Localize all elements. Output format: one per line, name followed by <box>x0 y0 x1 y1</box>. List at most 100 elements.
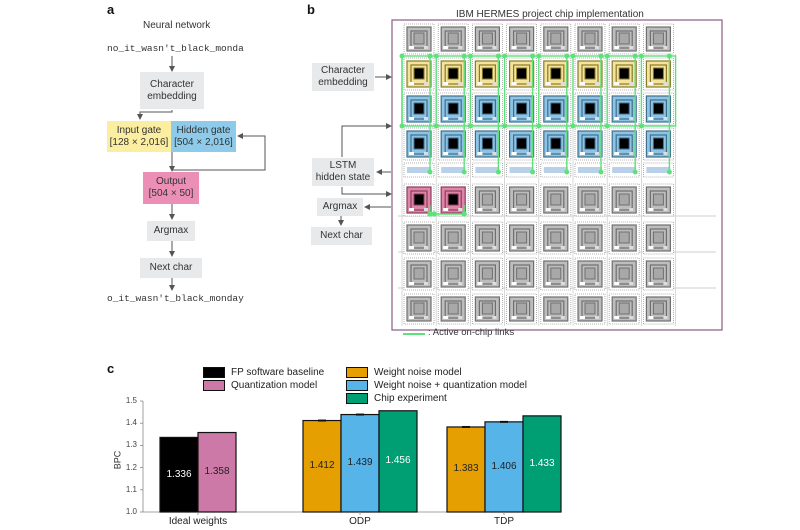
chip-tile-yellow <box>471 57 503 91</box>
active-link-node <box>638 123 644 129</box>
chip-tile-blue <box>574 127 606 161</box>
chip-tile-pink <box>403 183 435 217</box>
bar-value-label: 1.439 <box>347 457 373 469</box>
chip-bar-fill <box>543 167 568 173</box>
chip-tile-blue <box>608 92 640 126</box>
active-link-node <box>433 123 439 129</box>
active-link-node <box>536 53 542 59</box>
chip-tile-blue <box>643 127 674 161</box>
active-link-node <box>570 123 576 129</box>
y-axis-label: BPC <box>112 450 123 470</box>
chip-bar-fill <box>612 167 637 173</box>
chip-tile-bar <box>608 162 640 178</box>
chip-tile-gray <box>506 293 538 325</box>
chip-tile-gray <box>540 257 572 291</box>
chip-tile-gray <box>540 23 572 55</box>
bar-value-label: 1.456 <box>385 455 411 467</box>
legend-item: Chip experiment <box>346 393 447 404</box>
panel-a-letter: a <box>107 2 115 17</box>
node-label: Hidden gate <box>176 124 231 136</box>
output-sequence-text: o_it_wasn't_black_monday <box>107 293 244 304</box>
chip-tile-yellow <box>608 57 640 91</box>
active-link-node <box>632 53 638 59</box>
y-tick-label: 1.2 <box>125 462 137 472</box>
chip-tile-gray <box>506 257 538 291</box>
chip-tile-gray <box>540 293 572 325</box>
chip-tile-gray <box>403 257 435 291</box>
y-tick-label: 1.3 <box>125 440 137 450</box>
legend-swatch <box>346 393 368 404</box>
chip-tile-gray <box>437 221 469 255</box>
active-link-node <box>495 53 501 59</box>
active-link-node <box>536 123 542 129</box>
node-next-char: Next char <box>140 258 202 278</box>
chip-tile-gray <box>471 221 503 255</box>
active-link-node <box>431 211 437 217</box>
active-link-node <box>570 53 576 59</box>
panel-b-letter: b <box>307 2 315 17</box>
active-link-node <box>461 169 467 175</box>
node-argmax: Argmax <box>147 221 195 241</box>
legend-label: Quantization model <box>231 380 318 391</box>
legend-swatch <box>203 380 225 391</box>
chip-tile-gray <box>506 221 538 255</box>
arrow-hidden-loop <box>341 187 392 197</box>
legend-label: FP software baseline <box>231 367 325 378</box>
chip-tile-gray <box>471 293 503 325</box>
y-tick-label: 1.1 <box>125 484 137 494</box>
node-input-gate: Input gate [128 × 2,016] <box>107 121 171 152</box>
chip-tile-gray <box>608 293 640 325</box>
chip-tile-blue <box>471 92 503 126</box>
input-sequence-text: no_it_wasn't_black_monda <box>107 43 244 54</box>
label-argmax: Argmax <box>317 198 363 216</box>
chip-tile-gray <box>437 293 469 325</box>
active-link-legend-text: : Active on-chip links <box>428 327 515 338</box>
chip-tile-gray <box>437 23 469 55</box>
chip-tile-bar <box>471 162 503 178</box>
chip-tile-gray <box>643 293 674 325</box>
active-link-node <box>666 53 672 59</box>
chip-tile-gray <box>471 257 503 291</box>
chip-tile-bar <box>574 162 606 178</box>
arrow-embedding-to-input-gate <box>137 110 173 120</box>
panel-c-letter: c <box>107 361 115 376</box>
active-link-node <box>495 169 501 175</box>
chip-tile-yellow <box>403 57 435 91</box>
chip-tile-gray <box>403 293 435 325</box>
chip-tile-gray <box>540 221 572 255</box>
chip-tile-pink <box>437 183 469 217</box>
chip-tile-yellow <box>540 57 572 91</box>
chip-bar-fill <box>475 167 500 173</box>
active-link-node <box>467 123 473 129</box>
active-link-node <box>530 53 536 59</box>
chip-tile-blue <box>643 92 674 126</box>
chip-frame <box>391 19 723 331</box>
legend-item: FP software baseline <box>203 367 324 378</box>
label-next-char: Next char <box>311 227 372 245</box>
active-link-node <box>427 53 433 59</box>
bar-value-label: 1.358 <box>204 466 230 478</box>
node-dims: [504 × 2,016] <box>174 136 233 148</box>
active-link-node <box>427 211 433 217</box>
active-link-node <box>530 169 536 175</box>
chip-tile-gray <box>471 183 503 217</box>
chip-tile-blue <box>403 92 435 126</box>
label-text: LSTM hidden state <box>315 160 371 183</box>
active-link-loop <box>401 55 677 127</box>
chip-tile-gray <box>574 293 606 325</box>
active-links <box>399 53 677 217</box>
active-link-node <box>502 53 508 59</box>
chip-tile-gray <box>608 257 640 291</box>
chip-tile-gray <box>437 257 469 291</box>
legend-label: Weight noise + quantization model <box>374 380 527 391</box>
chip-tile-yellow <box>437 57 469 91</box>
active-link-node <box>399 53 405 59</box>
chip-tile-gray <box>403 23 435 55</box>
chip-tile-bar <box>403 162 435 178</box>
chip-tile-blue <box>437 92 469 126</box>
active-link-node <box>604 123 610 129</box>
node-dims: [504 × 50] <box>148 188 194 199</box>
chip-tile-bar <box>437 162 469 178</box>
active-link-node <box>604 53 610 59</box>
chip-tile-yellow <box>643 57 674 91</box>
